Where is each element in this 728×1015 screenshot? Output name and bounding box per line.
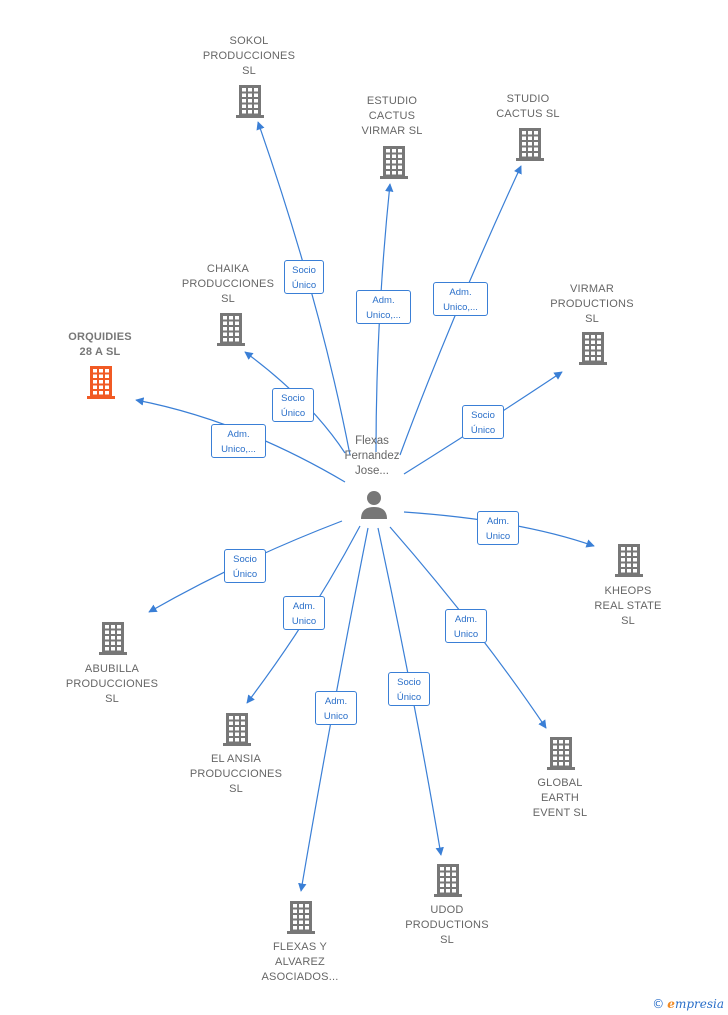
brand-initial: e — [667, 997, 675, 1011]
company-label-flexas-alvarez[interactable]: FLEXAS Y ALVAREZ ASOCIADOS... — [261, 941, 339, 983]
building-icon-kheops[interactable] — [615, 544, 643, 577]
company-label-abubilla[interactable]: ABUBILLA PRODUCCIONES SL — [65, 663, 159, 705]
relation-badge-abubilla[interactable]: Socio Único — [224, 549, 266, 583]
relation-badge-global-earth[interactable]: Adm. Unico — [445, 609, 487, 643]
empresia-logo: ©empresia — [652, 997, 724, 1011]
relation-badge-virmar[interactable]: Socio Único — [462, 405, 504, 439]
building-icon-chaika[interactable] — [217, 313, 245, 346]
company-label-el-ansia[interactable]: EL ANSIA PRODUCCIONES SL — [189, 753, 283, 795]
company-label-chaika[interactable]: CHAIKA PRODUCCIONES SL — [181, 263, 275, 305]
building-icon-estudio-cactus-virmar[interactable] — [380, 146, 408, 179]
company-label-virmar[interactable]: VIRMAR PRODUCTIONS SL — [550, 283, 634, 325]
building-icon-studio-cactus[interactable] — [516, 128, 544, 161]
building-icon-flexas-alvarez[interactable] — [287, 901, 315, 934]
relation-badge-chaika[interactable]: Socio Único — [272, 388, 314, 422]
copyright-icon: © — [652, 997, 665, 1011]
building-icon-sokol[interactable] — [236, 85, 264, 118]
relation-badge-kheops[interactable]: Adm. Unico — [477, 511, 519, 545]
relation-badge-udod[interactable]: Socio Único — [388, 672, 430, 706]
building-icon-abubilla[interactable] — [99, 622, 127, 655]
company-label-estudio-cactus-virmar[interactable]: ESTUDIO CACTUS VIRMAR SL — [361, 95, 423, 137]
building-icon-orquidies[interactable] — [87, 366, 115, 399]
company-label-sokol[interactable]: SOKOL PRODUCCIONES SL — [202, 35, 296, 77]
company-label-global-earth[interactable]: GLOBAL EARTH EVENT SL — [532, 777, 588, 819]
company-label-orquidies[interactable]: ORQUIDIES 28 A SL — [68, 331, 132, 358]
relation-badge-flexas-alvarez[interactable]: Adm. Unico — [315, 691, 357, 725]
person-name[interactable]: Flexas Fernandez Jose... — [344, 435, 400, 477]
company-label-udod[interactable]: UDOD PRODUCTIONS SL — [405, 904, 489, 946]
relation-badge-el-ansia[interactable]: Adm. Unico — [283, 596, 325, 630]
brand-name: mpresia — [674, 997, 724, 1011]
relation-badge-estudio-cactus-virmar[interactable]: Adm. Unico,... — [356, 290, 411, 324]
company-label-kheops[interactable]: KHEOPS REAL STATE SL — [594, 585, 662, 627]
relation-badge-sokol[interactable]: Socio Único — [284, 260, 324, 294]
edge-sokol — [256, 121, 351, 456]
company-label-studio-cactus[interactable]: STUDIO CACTUS SL — [496, 93, 560, 120]
building-icon-udod[interactable] — [434, 864, 462, 897]
relation-badge-studio-cactus[interactable]: Adm. Unico,... — [433, 282, 488, 316]
relation-badge-orquidies[interactable]: Adm. Unico,... — [211, 424, 266, 458]
building-icon-virmar[interactable] — [579, 332, 607, 365]
person-icon[interactable] — [361, 491, 387, 519]
building-icon-global-earth[interactable] — [547, 737, 575, 770]
building-icon-el-ansia[interactable] — [223, 713, 251, 746]
